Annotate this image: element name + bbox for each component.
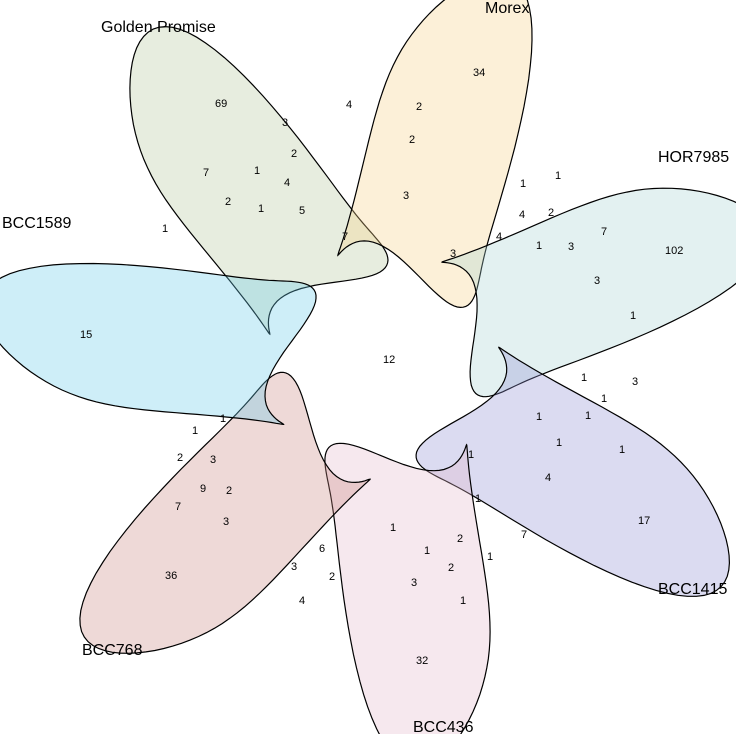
- petal-bcc1589: [0, 262, 317, 425]
- counts-layer: 69 34 102 17 32 36 15 12 4 2 2 3 2 4 7 1…: [80, 67, 683, 667]
- count-region: 1: [520, 178, 526, 190]
- count-region: 1: [475, 493, 481, 505]
- petal-hor7985: [440, 187, 736, 398]
- set-label-bcc436: BCC436: [413, 719, 474, 734]
- count-region: 2: [226, 485, 232, 497]
- petal-bcc768: [79, 371, 372, 654]
- count-region: 7: [203, 167, 209, 179]
- count-region: 3: [282, 117, 288, 129]
- count-region: 1: [468, 449, 474, 461]
- count-region: 1: [487, 551, 493, 563]
- count-region: 1: [585, 410, 591, 422]
- count-region: 4: [545, 472, 551, 484]
- count-region: 7: [175, 501, 181, 513]
- count-region: 3: [450, 248, 456, 260]
- petal-bcc1415: [415, 346, 731, 597]
- set-label-morex: Morex: [485, 0, 529, 17]
- count-region: 1: [424, 545, 430, 557]
- count-region: 3: [403, 190, 409, 202]
- count-region: 1: [536, 411, 542, 423]
- count-region: 3: [594, 275, 600, 287]
- count-bcc1415-only: 17: [638, 515, 650, 527]
- count-region: 2: [291, 148, 297, 160]
- count-morex-only: 34: [473, 67, 485, 79]
- count-region: 1: [556, 437, 562, 449]
- count-region: 7: [342, 231, 348, 243]
- count-region: 2: [329, 571, 335, 583]
- count-region: 1: [192, 425, 198, 437]
- count-region: 2: [177, 452, 183, 464]
- count-region: 3: [210, 454, 216, 466]
- count-region: 3: [568, 241, 574, 253]
- set-label-golden-promise: Golden Promise: [101, 19, 216, 36]
- count-region: 1: [619, 444, 625, 456]
- count-region: 3: [223, 516, 229, 528]
- count-region: 4: [496, 231, 502, 243]
- count-region: 1: [630, 310, 636, 322]
- count-region: 4: [299, 595, 305, 607]
- count-region: 1: [258, 203, 264, 215]
- petal-morex: [337, 0, 533, 309]
- count-bcc436-only: 32: [416, 655, 428, 667]
- count-region: 2: [409, 134, 415, 146]
- count-region: 1: [162, 223, 168, 235]
- count-bcc1589-only: 15: [80, 329, 92, 341]
- count-region: 3: [632, 376, 638, 388]
- count-region: 1: [555, 170, 561, 182]
- count-region: 9: [200, 483, 206, 495]
- count-all-sets: 12: [383, 354, 395, 366]
- count-region: 2: [416, 101, 422, 113]
- petal-golden-promise: [129, 25, 389, 336]
- set-label-bcc1589: BCC1589: [2, 215, 71, 232]
- set-label-hor7985: HOR7985: [658, 149, 729, 166]
- count-region: 4: [519, 209, 525, 221]
- set-label-bcc1415: BCC1415: [658, 581, 727, 598]
- count-bcc768-only: 36: [165, 570, 177, 582]
- count-region: 1: [254, 165, 260, 177]
- count-region: 6: [319, 543, 325, 555]
- count-region: 2: [225, 196, 231, 208]
- count-region: 1: [460, 595, 466, 607]
- count-region: 7: [521, 529, 527, 541]
- count-region: 1: [601, 393, 607, 405]
- count-region: 2: [457, 533, 463, 545]
- count-region: 3: [411, 577, 417, 589]
- count-region: 5: [299, 205, 305, 217]
- count-region: 7: [601, 226, 607, 238]
- count-region: 2: [548, 207, 554, 219]
- count-region: 1: [581, 372, 587, 384]
- count-region: 3: [291, 561, 297, 573]
- set-label-bcc768: BCC768: [82, 642, 143, 659]
- count-region: 4: [284, 177, 290, 189]
- count-hor7985-only: 102: [665, 245, 683, 257]
- count-region: 1: [536, 240, 542, 252]
- count-golden-promise-only: 69: [215, 98, 227, 110]
- count-region: 1: [390, 522, 396, 534]
- count-region: 1: [220, 413, 226, 425]
- count-region: 4: [346, 99, 352, 111]
- petal-bcc436: [324, 442, 491, 734]
- count-region: 2: [448, 562, 454, 574]
